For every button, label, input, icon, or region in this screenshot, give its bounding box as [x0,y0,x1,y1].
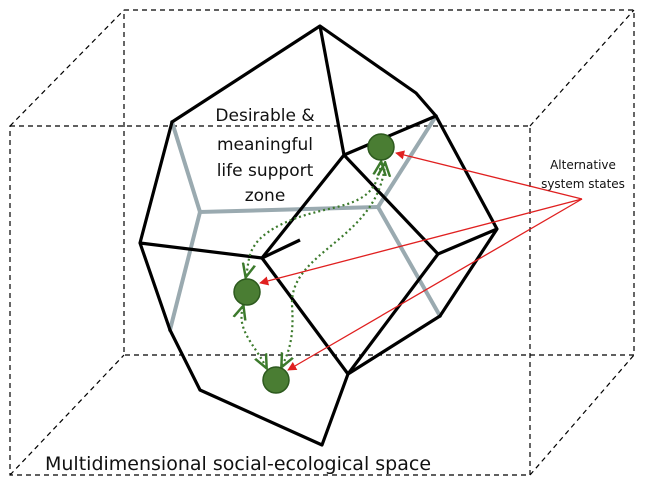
pointer-to-bottom-state [287,198,583,371]
pointer-to-middle-state [259,198,583,286]
states-label-line-1: Alternative [550,158,616,172]
pathway-middle-to-bottom [241,307,266,367]
system-state-top [367,133,395,161]
zone-label-line-2: meaningful [217,135,313,155]
dashed-space-box [9,9,635,476]
life-support-zone-label: Desirable & meaningful life support zone [215,106,314,206]
zone-label-line-1: Desirable & [215,106,314,126]
alternative-states-label: Alternative system states [541,158,625,191]
system-states [233,133,395,394]
transition-pathways [241,163,385,367]
state-pointers [259,150,583,371]
system-state-middle [233,278,261,306]
pathway-top-to-bottom [282,164,385,366]
system-state-bottom [262,366,290,394]
zone-label-line-3: life support [217,161,314,181]
pointer-to-top-state [395,150,583,200]
space-label: Multidimensional social-ecological space [45,453,431,475]
states-label-line-2: system states [541,177,625,191]
zone-label-line-4: zone [245,186,286,206]
